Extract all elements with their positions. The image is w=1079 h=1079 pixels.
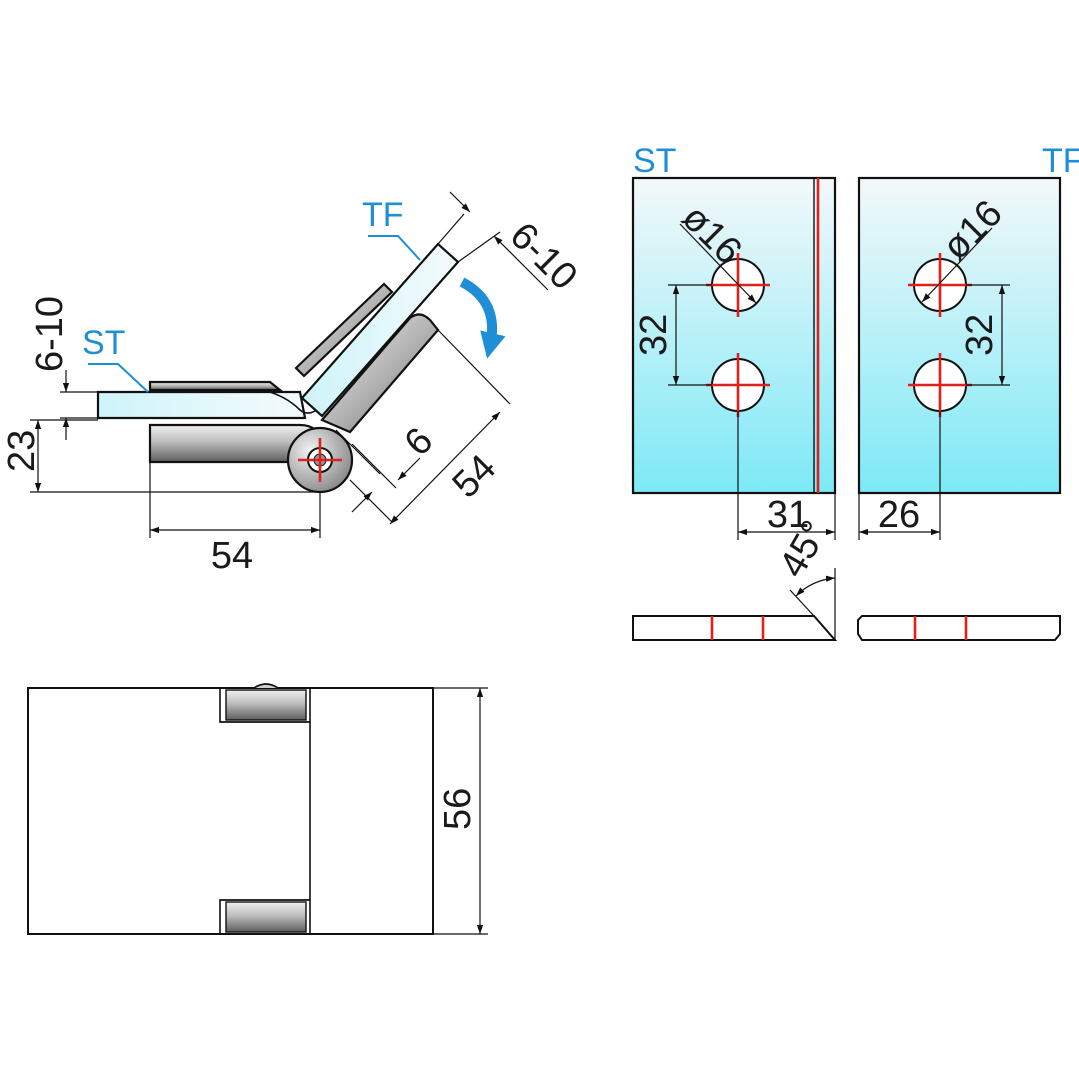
st-glass xyxy=(96,390,307,420)
dim-front-height: 56 xyxy=(433,687,488,935)
dim-tf-edge-offset-label: 26 xyxy=(878,494,920,536)
dim-st-diameter-leader xyxy=(679,223,757,304)
side-view: 6-10 23 54 6-10 54 xyxy=(1,191,585,577)
side-tf-label: TF xyxy=(362,196,404,234)
dim-st-hole-spacing: 32 xyxy=(633,284,712,386)
dim-side-thickness-left: 6-10 xyxy=(29,296,98,440)
dim-st-hole-spacing-label: 32 xyxy=(633,314,675,356)
front-top-knuckle-fill xyxy=(225,689,307,721)
dim-st-edge-offset: 31 xyxy=(737,411,836,540)
tf-arm xyxy=(294,242,460,434)
st-edge-section xyxy=(632,615,838,641)
front-bottom-knuckle-fill xyxy=(225,901,307,933)
tf-glass-plate xyxy=(857,176,1062,495)
tf-hole-top-centerline xyxy=(908,253,972,317)
dim-side-thickness-right-label: 6-10 xyxy=(502,215,585,298)
dim-st-edge-offset-label: 31 xyxy=(767,494,809,536)
tf-arm-body xyxy=(320,313,440,434)
front-outline xyxy=(27,687,434,935)
side-st-label: ST xyxy=(82,324,125,362)
dim-tf-hole-spacing: 32 xyxy=(959,284,1010,386)
plate-st-label: ST xyxy=(633,142,676,180)
dim-tf-diameter-leader xyxy=(921,227,993,303)
tf-clamp-plate xyxy=(294,282,394,378)
dim-base-length-label: 54 xyxy=(211,535,253,577)
dim-side-thickness-right: 6-10 xyxy=(437,191,585,298)
tf-plate-view: TF ø16 32 26 xyxy=(857,142,1079,641)
front-top-pin xyxy=(253,683,279,689)
dim-tf-edge-offset: 26 xyxy=(858,411,941,540)
st-clamp-plate xyxy=(148,380,284,392)
dim-base-length: 54 xyxy=(149,462,321,577)
rotation-arrow xyxy=(459,277,506,359)
plate-tf-label: TF xyxy=(1042,142,1079,180)
dim-height-label: 23 xyxy=(1,430,43,472)
dim-arm-length-label: 54 xyxy=(445,447,505,507)
st-hole-bottom-centerline xyxy=(706,353,770,417)
dim-front-height-label: 56 xyxy=(437,788,479,830)
front-bottom-knuckle xyxy=(219,899,311,934)
dim-tf-hole-spacing-label: 32 xyxy=(959,314,1001,356)
dim-side-thickness-left-label: 6-10 xyxy=(29,296,71,372)
tf-hole-bottom-centerline xyxy=(908,353,972,417)
side-tf-leader xyxy=(368,235,421,261)
tf-edge-section xyxy=(857,615,1061,641)
front-view: 56 xyxy=(27,683,488,935)
st-glass-plate xyxy=(631,176,837,495)
side-st-leader xyxy=(88,363,149,393)
dim-height: 23 xyxy=(1,419,320,493)
hinge-centerline xyxy=(298,438,342,482)
dim-gap-label: 6 xyxy=(397,420,442,465)
st-plate-view: ST ø16 32 31 xyxy=(631,142,838,641)
